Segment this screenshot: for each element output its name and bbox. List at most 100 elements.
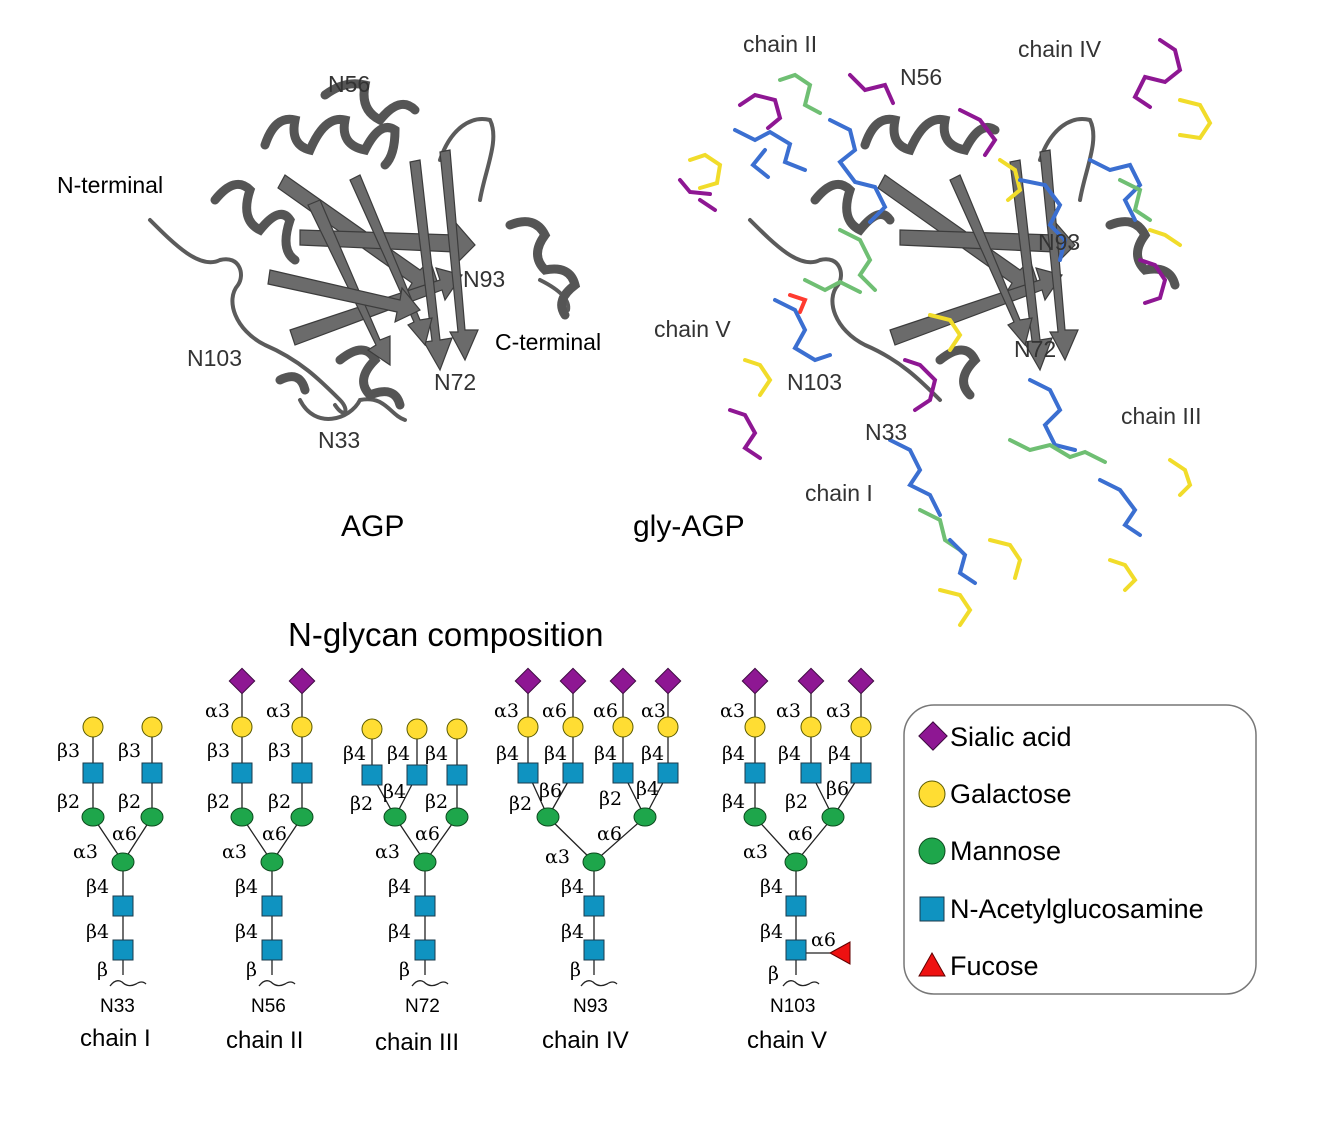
bond-label: β4 (722, 791, 745, 813)
n-acetylglucosamine-icon (82, 762, 104, 784)
agp-n33-label: N33 (318, 427, 360, 453)
gly-chain-iii-label: chain III (1121, 403, 1202, 429)
agp-n72-label: N72 (434, 369, 476, 395)
bond-label: β3 (207, 740, 230, 762)
mannose-icon (383, 807, 407, 827)
galactose-icon (850, 716, 872, 738)
n-acetylglucosamine-icon (785, 939, 807, 961)
galactose-icon (657, 716, 679, 738)
n-acetylglucosamine-icon (657, 762, 679, 784)
bond-label: α6 (811, 929, 836, 951)
bond-label: α3 (641, 700, 666, 722)
glycan-chain-name: chain III (375, 1029, 459, 1056)
bond-label: β4 (86, 876, 109, 898)
n-acetylglucosamine-icon (800, 762, 822, 784)
n-acetylglucosamine-icon (261, 895, 283, 917)
n-acetylglucosamine-icon (919, 896, 945, 922)
galactose-icon (82, 716, 104, 738)
gly-chain-i-label: chain I (805, 480, 873, 506)
gly-agp-caption: gly-AGP (633, 510, 745, 543)
legend-label-sialic-acid: Sialic acid (950, 722, 1072, 752)
mannose-icon (821, 807, 845, 827)
sialic-acid-icon (514, 667, 542, 695)
bond-label: β4 (343, 743, 366, 765)
bond-label: β (246, 959, 257, 981)
galactose-icon (446, 718, 468, 740)
bond-label: β2 (207, 791, 230, 813)
bond-label: β4 (778, 743, 801, 765)
bond-label: β (570, 959, 581, 981)
gly-agp-protein-structure (748, 114, 1180, 402)
glycan-site-label: N93 (573, 996, 608, 1017)
bond-label: α6 (593, 700, 618, 722)
n-acetylglucosamine-icon (850, 762, 872, 784)
galactose-icon (517, 716, 539, 738)
glycan-chain-i: β3 β3 β2 β2 α3 α6 β4 β4 β N33 chain I (57, 716, 164, 1052)
bond-label: β3 (268, 740, 291, 762)
bond-label: α6 (262, 823, 287, 845)
mannose-icon (918, 837, 946, 865)
bond-label: β2 (599, 788, 622, 810)
gly-n93-label: N93 (1038, 229, 1080, 255)
bond-label: β4 (828, 743, 851, 765)
bond-label: β2 (350, 793, 373, 815)
bond-label: β4 (544, 743, 567, 765)
n-acetylglucosamine-icon (517, 762, 539, 784)
bond-label: α6 (788, 823, 813, 845)
bond-label: β4 (86, 921, 109, 943)
bond-label: α6 (542, 700, 567, 722)
n-acetylglucosamine-icon (583, 895, 605, 917)
gly-n103-label: N103 (787, 369, 842, 395)
glycan-site-label: N33 (100, 996, 135, 1017)
mannose-icon (290, 807, 314, 827)
sialic-acid-icon (288, 667, 316, 695)
legend: Sialic acid Galactose Mannose N-Acetylgl… (903, 704, 1257, 995)
sialic-acid-icon (918, 721, 948, 751)
n-acetylglucosamine-icon (612, 762, 634, 784)
n-acetylglucosamine-icon (112, 939, 134, 961)
gly-chain-v-label: chain V (654, 316, 731, 342)
n-acetylglucosamine-icon (414, 895, 436, 917)
n-acetylglucosamine-icon (785, 895, 807, 917)
bond-label: α3 (73, 841, 98, 863)
n-acetylglucosamine-icon (446, 764, 468, 786)
bond-label: β4 (388, 876, 411, 898)
glycan-sticks (678, 38, 1213, 627)
bond-label: α3 (826, 700, 851, 722)
bond-label: β6 (539, 780, 562, 802)
n-acetylglucosamine-icon (583, 939, 605, 961)
bond-label: β6 (826, 778, 849, 800)
bond-label: α3 (375, 841, 400, 863)
galactose-icon (562, 716, 584, 738)
mannose-icon (743, 807, 767, 827)
bond-label: α6 (597, 823, 622, 845)
gly-chain-iv-label: chain IV (1018, 36, 1102, 62)
bond-label: β4 (425, 743, 448, 765)
glycan-chain-name: chain IV (542, 1027, 629, 1054)
bond-label: α3 (494, 700, 519, 722)
galactose-icon (291, 716, 313, 738)
bond-label: β4 (594, 743, 617, 765)
bond-label: β4 (235, 921, 258, 943)
bond-label: β3 (57, 740, 80, 762)
n-acetylglucosamine-icon (562, 762, 584, 784)
mannose-icon (230, 807, 254, 827)
n-acetylglucosamine-icon (231, 762, 253, 784)
glycan-chain-name: chain I (80, 1025, 151, 1052)
legend-label-fucose: Fucose (950, 951, 1039, 981)
legend-label-mannose: Mannose (950, 836, 1061, 866)
sialic-acid-icon (797, 667, 825, 695)
bond-label: α3 (776, 700, 801, 722)
bond-label: β4 (388, 921, 411, 943)
bond-label: β4 (636, 778, 659, 800)
agp-n-terminal-label: N-terminal (57, 172, 163, 198)
bond-label: β2 (509, 793, 532, 815)
bond-label: α3 (720, 700, 745, 722)
galactose-icon (800, 716, 822, 738)
bond-label: β2 (268, 791, 291, 813)
agp-caption: AGP (341, 510, 404, 543)
bond-label: β4 (561, 876, 584, 898)
bond-label: β2 (785, 791, 808, 813)
